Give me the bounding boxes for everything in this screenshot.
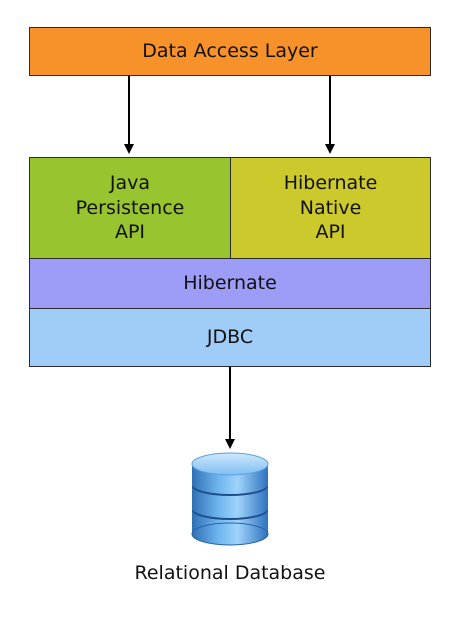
java-persistence-api-label: Java Persistence API [75, 171, 185, 244]
hibernate-label: Hibernate [183, 272, 277, 295]
hibernate-native-api-label: Hibernate Native API [283, 171, 378, 244]
java-persistence-api-box: Java Persistence API [29, 157, 231, 259]
data-access-layer-label: Data Access Layer [142, 40, 318, 63]
data-access-layer-box: Data Access Layer [29, 27, 431, 76]
hibernate-native-api-box: Hibernate Native API [230, 157, 431, 259]
jdbc-box: JDBC [29, 308, 431, 367]
database-label: Relational Database [134, 562, 326, 584]
hibernate-box: Hibernate [29, 258, 431, 309]
jdbc-label: JDBC [206, 326, 254, 349]
database-icon [191, 452, 269, 546]
